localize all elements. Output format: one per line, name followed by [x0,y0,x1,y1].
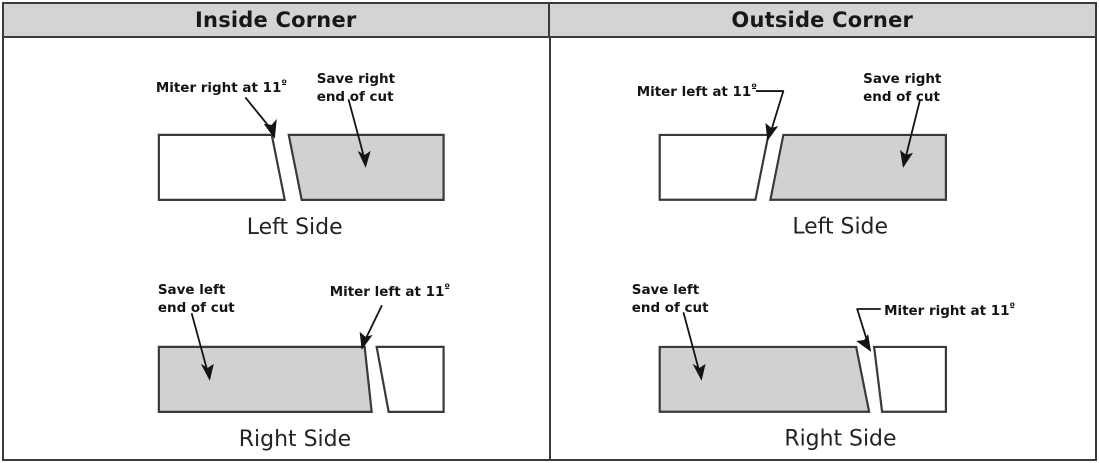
annotation-save-line1-outside-right: Save left [631,283,699,298]
header-row: Inside Corner Outside Corner [4,4,1095,38]
leader-line-miter-inside-right [364,304,383,340]
leader-line-save-inside-right [190,312,208,370]
arrowhead-save-inside-left [357,150,371,168]
column-title-outside-corner: Outside Corner [731,8,914,32]
annotation-miter-inside-right: Miter left at 11º [330,283,451,300]
arrowhead-save-outside-right [692,363,706,381]
annotation-save-line1-inside-right: Save left [158,282,226,298]
leader-line-save-outside-right [682,311,699,370]
leader-line-miter-outside-right [855,307,881,342]
column-title-inside-corner: Inside Corner [195,8,357,32]
board-keep-inside-left [287,133,445,201]
header-cell-outside-corner: Outside Corner [549,4,1095,38]
leader-line-save-outside-left [904,99,921,157]
caption-outside-right: Right Side [784,426,896,451]
leader-line-save-inside-left [347,99,365,157]
annotation-miter-inside-left: Miter right at 11º [156,79,288,96]
board-waste-outside-left [658,133,770,201]
arrowhead-save-inside-right [200,363,214,381]
annotation-save-line2-inside-right: end of cut [158,300,235,316]
annotation-save-line1-inside-left: Save right [317,71,396,87]
board-keep-inside-right [157,345,373,413]
caption-inside-left: Left Side [247,215,343,240]
board-waste-inside-right [375,345,445,413]
caption-outside-left: Left Side [792,215,888,240]
panel-inside-left-side: Miter right at 11º Save right end of cut… [4,38,550,251]
board-waste-outside-right [872,345,947,413]
annotation-miter-outside-left: Miter left at 11º [636,83,757,100]
arrowhead-save-outside-left [899,149,913,168]
arrowhead-miter-outside-left [764,122,778,141]
annotation-save-line2-outside-right: end of cut [631,301,708,316]
board-waste-inside-left [157,133,287,201]
header-cell-inside-corner: Inside Corner [4,4,550,38]
annotation-save-line1-outside-left: Save right [863,72,942,87]
board-keep-outside-right [658,345,870,413]
caption-inside-right: Right Side [239,427,351,452]
arrowhead-miter-outside-right [855,333,871,352]
panel-grid: Miter right at 11º Save right end of cut… [4,38,1095,459]
panel-outside-right-side: Save left end of cut Miter right at 11º … [550,251,1096,463]
arrowhead-miter-inside-left [263,118,277,139]
annotation-miter-outside-right: Miter right at 11º [884,302,1015,319]
column-divider [548,38,551,459]
annotation-save-line2-outside-left: end of cut [863,90,940,105]
arrowhead-miter-inside-right [359,331,373,350]
board-keep-outside-left [768,133,947,201]
leader-line-miter-outside-left [755,90,784,131]
panel-outside-left-side: Miter left at 11º Save right end of cut … [550,38,1096,251]
panel-inside-right-side: Save left end of cut Miter left at 11º R… [4,251,550,463]
annotation-save-line2-inside-left: end of cut [317,89,394,105]
